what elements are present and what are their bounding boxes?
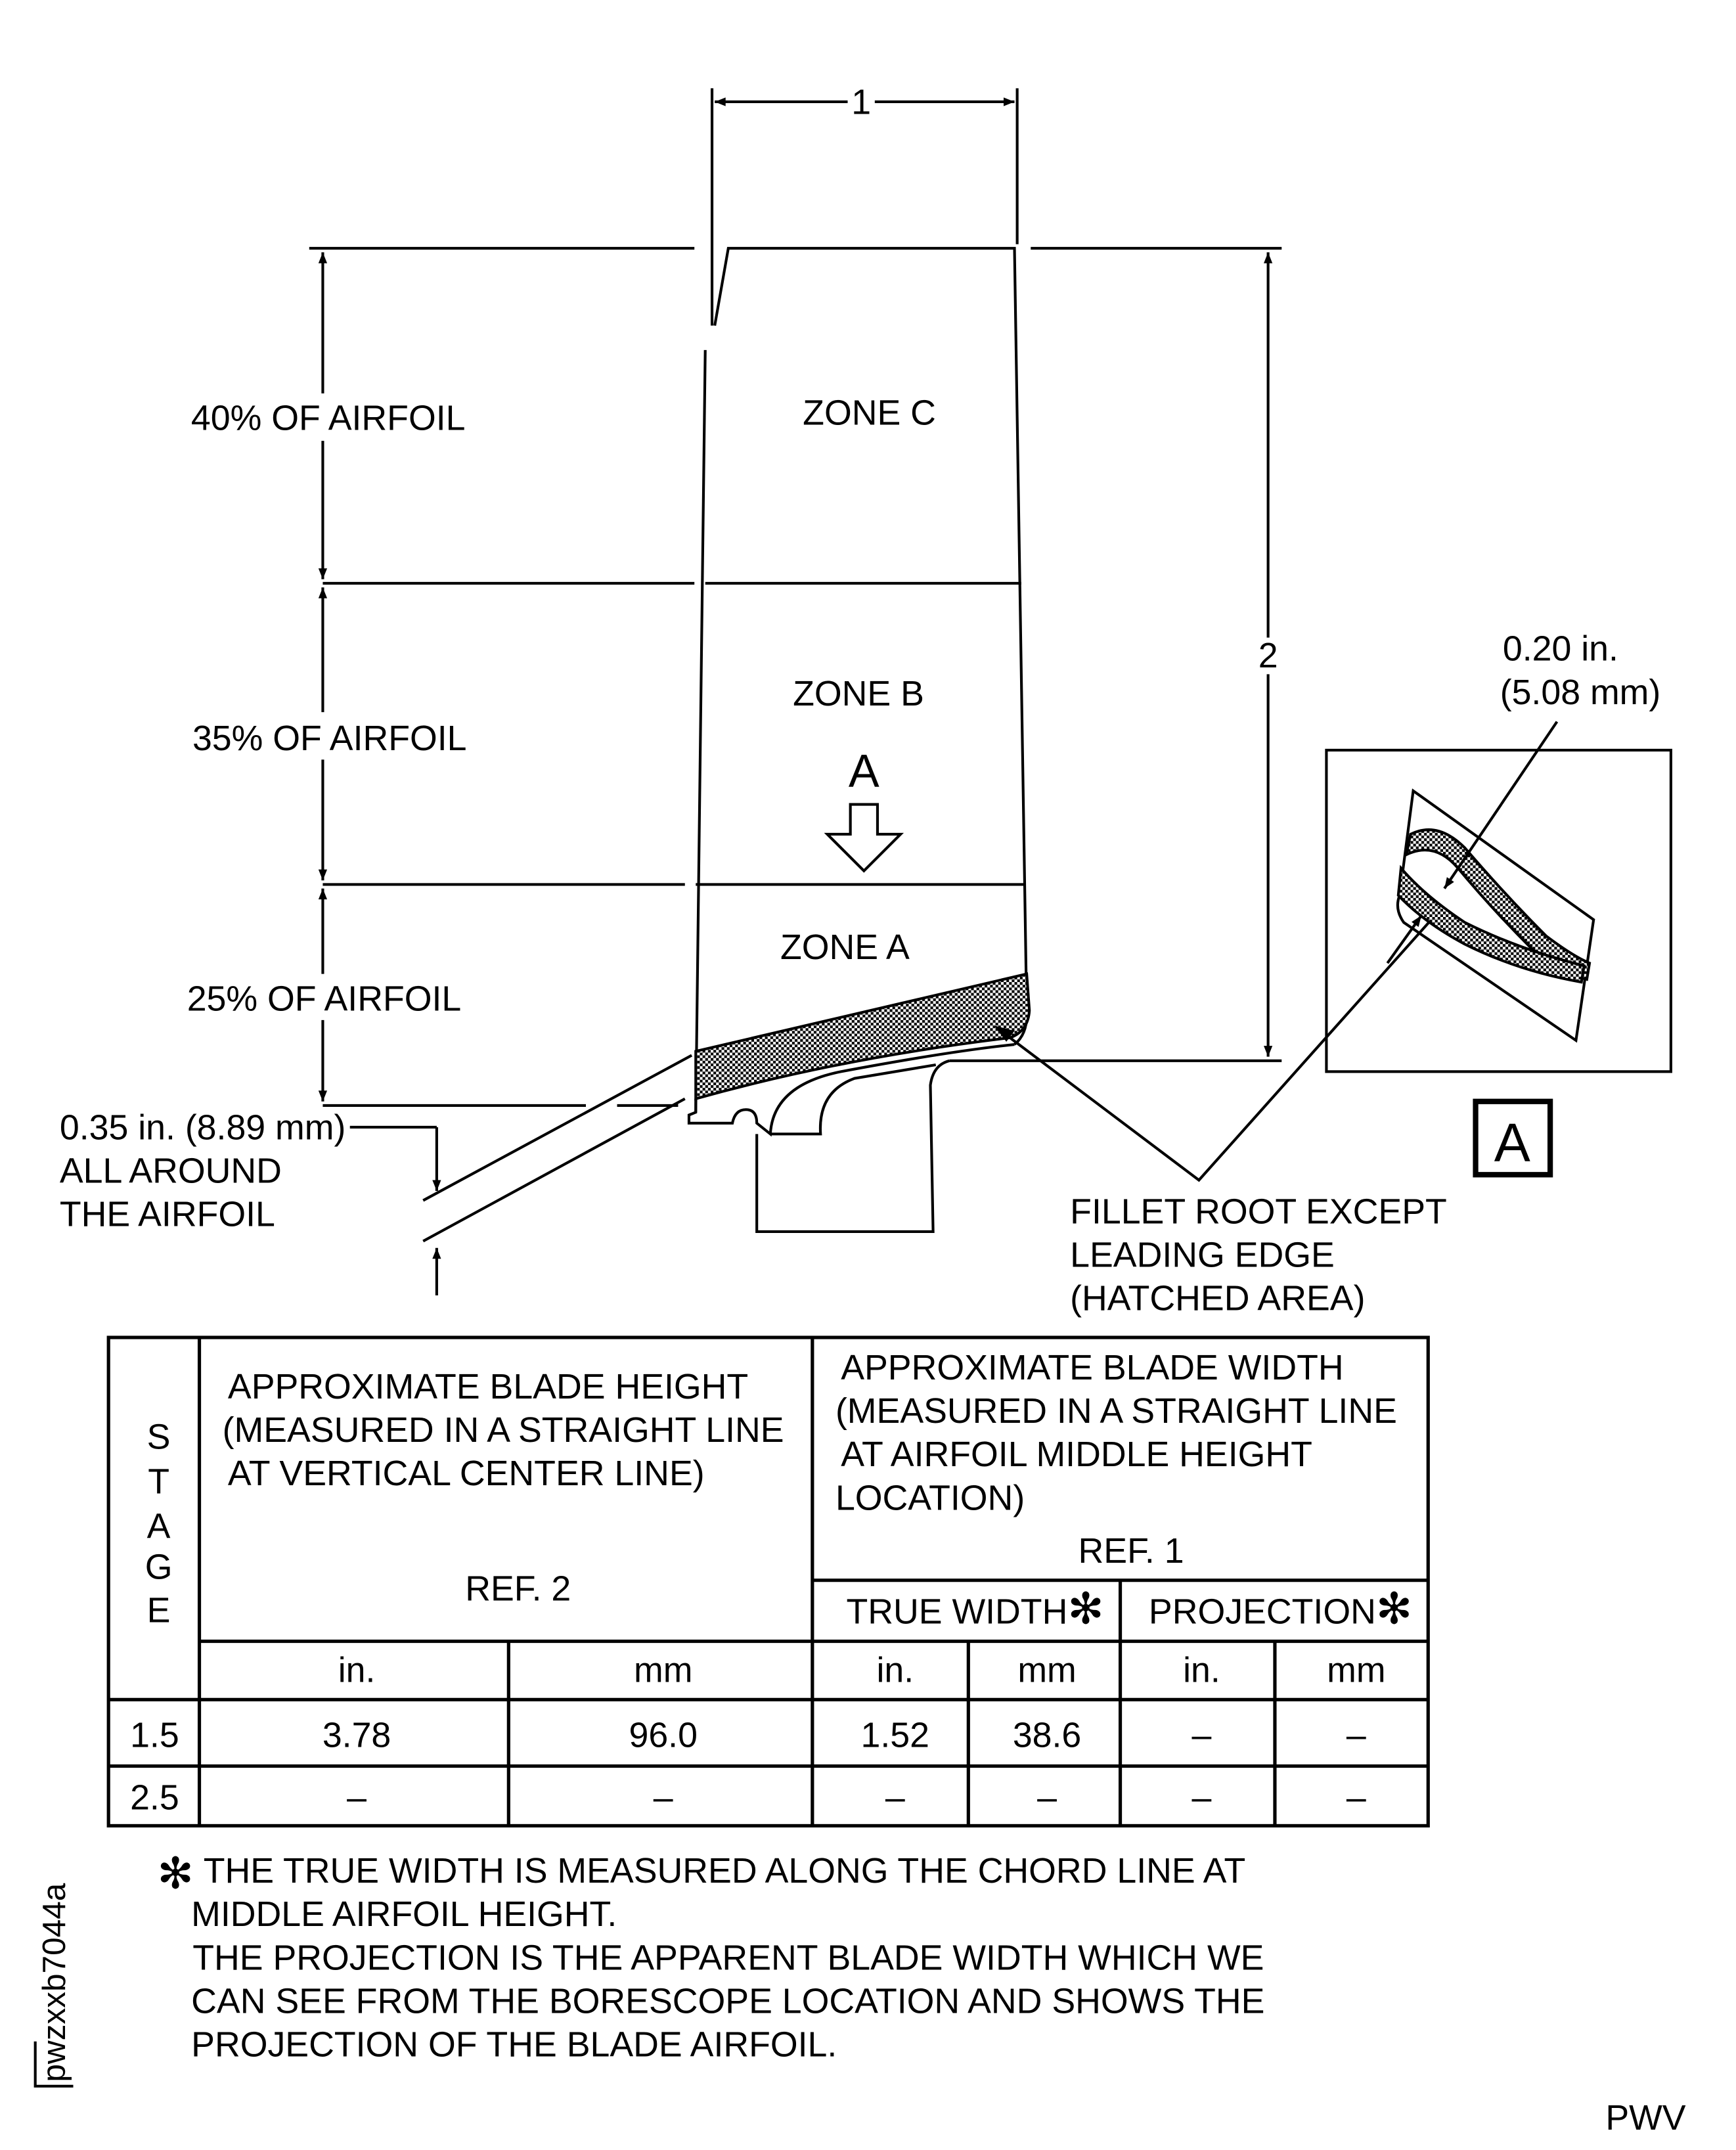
table-cell: –	[1347, 1778, 1366, 1818]
table-cell: –	[1347, 1716, 1366, 1755]
table-row: 2.5 – – – – – –	[130, 1778, 1366, 1818]
root-offset-line-2: ALL AROUND	[60, 1152, 282, 1191]
width-header-line-1: APPROXIMATE BLADE WIDTH	[841, 1348, 1343, 1387]
root-offset-callout: 0.35 in. (8.89 mm) ALL AROUND THE AIRFOI…	[60, 1054, 693, 1296]
table-cell: –	[1037, 1778, 1057, 1818]
asterisk-icon: ✻	[1067, 1585, 1103, 1634]
footer-code: PWV	[1605, 2098, 1685, 2138]
units-row: in. mm in. mm in. mm	[338, 1651, 1386, 1690]
height-header-line-3: AT VERTICAL CENTER LINE)	[228, 1454, 705, 1493]
detail-dim-line-2: (5.08 mm)	[1500, 673, 1661, 712]
zone-c-label: ZONE C	[803, 393, 936, 432]
asterisk-icon: ✻	[158, 1849, 194, 1898]
unit-cell: mm	[634, 1651, 692, 1690]
stage-letter: A	[147, 1507, 171, 1546]
blade-dimension-table: S T A G E APPROXIMATE BLADE HEIGHT (MEAS…	[106, 1335, 1430, 1827]
detail-view-a: 0.20 in. (5.08 mm) A	[1325, 629, 1672, 1178]
note-line: MIDDLE AIRFOIL HEIGHT.	[191, 1894, 617, 1934]
width-header-line-4: LOCATION)	[835, 1478, 1025, 1517]
table-cell: 3.78	[323, 1716, 391, 1755]
extension-lines	[309, 246, 1282, 1108]
zone-b-percent-label: 35% OF AIRFOIL	[192, 719, 467, 758]
note-line: THE PROJECTION IS THE APPARENT BLADE WID…	[192, 1938, 1264, 1977]
height-header-line-1: APPROXIMATE BLADE HEIGHT	[228, 1367, 748, 1406]
fillet-note-line-3: (HATCHED AREA)	[1070, 1279, 1365, 1318]
width-header-line-2: (MEASURED IN A STRAIGHT LINE	[835, 1391, 1397, 1431]
table-cell: –	[885, 1778, 905, 1818]
width-dimension-label: 1	[851, 83, 871, 122]
blade-airfoil: ZONE C ZONE B ZONE A A	[687, 246, 1031, 1234]
zone-a-label: ZONE A	[780, 928, 910, 967]
fillet-callout: FILLET ROOT EXCEPT LEADING EDGE (HATCHED…	[994, 914, 1447, 1318]
table-cell: –	[1192, 1716, 1212, 1755]
unit-cell: in.	[338, 1651, 376, 1690]
view-direction-arrow-icon	[824, 803, 904, 873]
detail-label: A	[1494, 1112, 1530, 1173]
root-offset-line-3: THE AIRFOIL	[60, 1195, 275, 1234]
stage-cell: 2.5	[130, 1778, 179, 1818]
height-ref: REF. 2	[465, 1569, 571, 1609]
figure-id-bracket	[33, 2041, 74, 2088]
table-cell: –	[654, 1778, 673, 1818]
zone-c-percent-label: 40% OF AIRFOIL	[191, 399, 466, 438]
view-a-label: A	[849, 745, 879, 797]
stage-letter: S	[147, 1417, 171, 1456]
stage-letter: E	[147, 1591, 171, 1630]
height-dimension-label: 2	[1258, 636, 1278, 675]
height-header-line-2: (MEASURED IN A STRAIGHT LINE	[223, 1410, 784, 1450]
zone-a-percent-label: 25% OF AIRFOIL	[187, 979, 462, 1018]
projection-label: PROJECTION	[1149, 1592, 1376, 1632]
stage-letter: T	[148, 1462, 169, 1502]
unit-cell: mm	[1017, 1651, 1076, 1690]
unit-cell: mm	[1327, 1651, 1385, 1690]
fillet-note-line-2: LEADING EDGE	[1070, 1236, 1335, 1275]
height-percent-dimensions: 40% OF AIRFOIL 35% OF AIRFOIL 25% OF AIR…	[187, 252, 467, 1102]
table-cell: 96.0	[629, 1716, 697, 1755]
fillet-note-line-1: FILLET ROOT EXCEPT	[1070, 1192, 1447, 1232]
height-dimension: 2	[1258, 252, 1278, 1057]
asterisk-icon: ✻	[1376, 1585, 1412, 1634]
unit-cell: in.	[876, 1651, 914, 1690]
fillet-hatched-area	[694, 972, 1031, 1101]
root-offset-line-1: 0.35 in. (8.89 mm)	[60, 1108, 346, 1148]
stage-cell: 1.5	[130, 1716, 179, 1755]
unit-cell: in.	[1183, 1651, 1220, 1690]
true-width-header: TRUE WIDTH✻	[846, 1585, 1103, 1634]
zone-b-label: ZONE B	[793, 674, 924, 713]
width-ref: REF. 1	[1079, 1531, 1184, 1571]
table-row: 1.5 3.78 96.0 1.52 38.6 – –	[130, 1716, 1366, 1755]
width-header-line-3: AT AIRFOIL MIDDLE HEIGHT	[841, 1435, 1312, 1474]
stage-header: S T A G E	[145, 1417, 173, 1630]
true-width-label: TRUE WIDTH	[846, 1592, 1067, 1632]
note-line: THE TRUE WIDTH IS MEASURED ALONG THE CHO…	[204, 1851, 1246, 1891]
footnotes: ✻ THE TRUE WIDTH IS MEASURED ALONG THE C…	[158, 1849, 1265, 2064]
detail-dim-line-1: 0.20 in.	[1503, 629, 1618, 669]
table-cell: 1.52	[861, 1716, 929, 1755]
table-cell: 38.6	[1013, 1716, 1081, 1755]
note-line: PROJECTION OF THE BLADE AIRFOIL.	[191, 2025, 837, 2064]
note-line: CAN SEE FROM THE BORESCOPE LOCATION AND …	[191, 1981, 1264, 2021]
width-dimension: 1	[710, 83, 1019, 326]
table-cell: –	[1192, 1778, 1212, 1818]
stage-letter: G	[145, 1548, 173, 1587]
figure-id: pwzxxb7044a	[35, 1883, 72, 2082]
table-cell: –	[347, 1778, 367, 1818]
projection-header: PROJECTION✻	[1149, 1585, 1412, 1634]
